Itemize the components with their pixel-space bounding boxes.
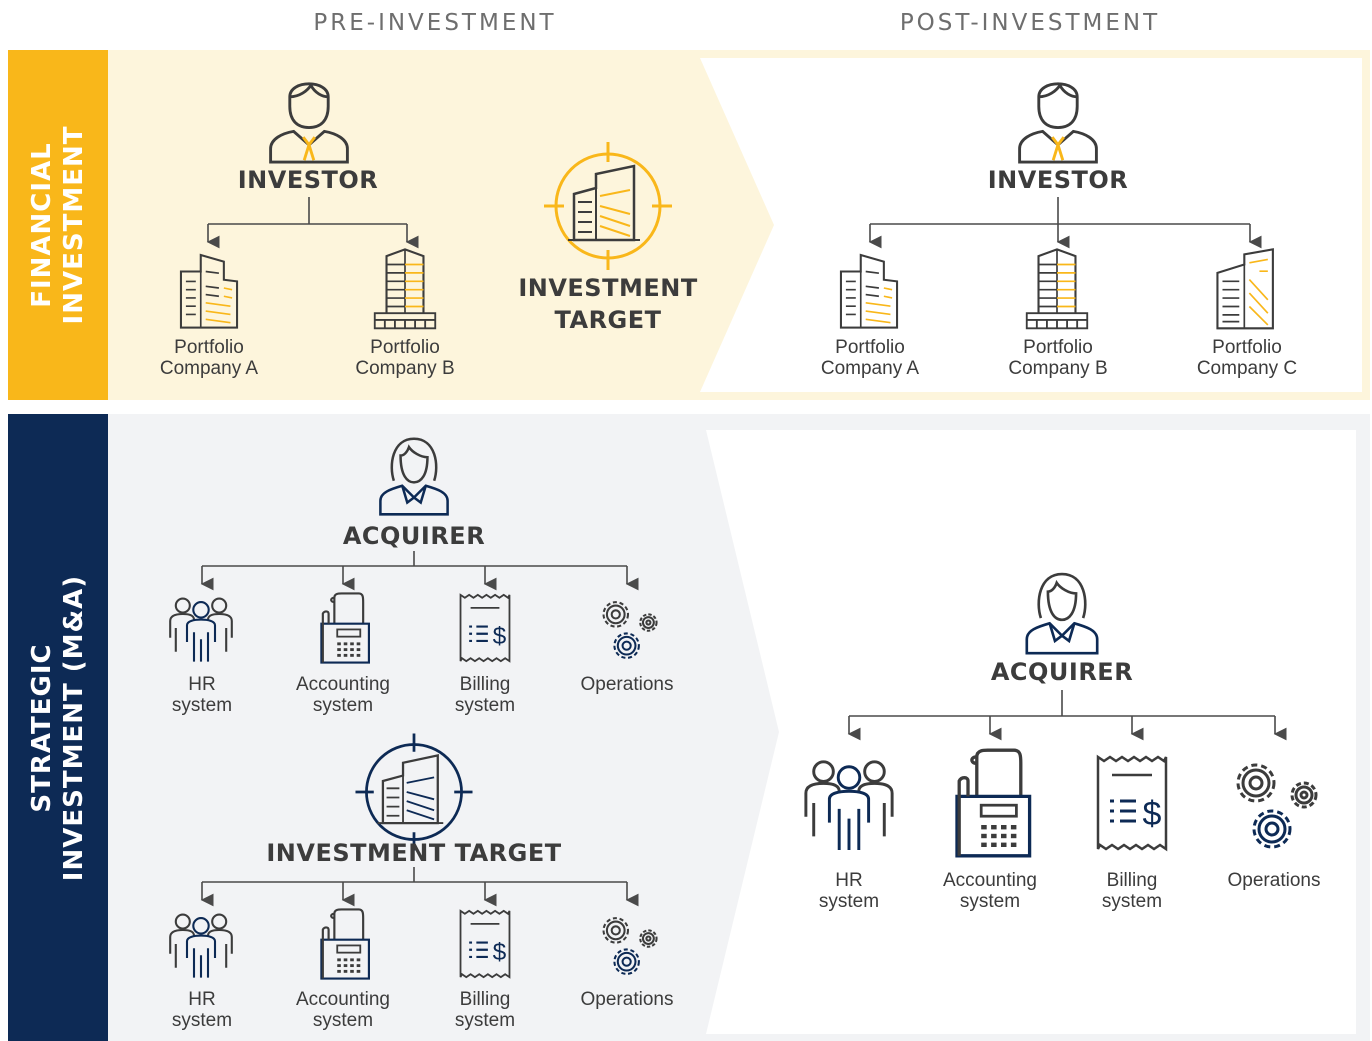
system-label: HR system — [142, 989, 262, 1031]
label-line: Portfolio — [370, 337, 440, 358]
pre-investment-header: PRE-INVESTMENT — [313, 10, 557, 36]
acquirer-post-title: ACQUIRER — [990, 658, 1134, 686]
label-line: Billing — [1106, 870, 1158, 891]
portfolio-company-label: Portfolio Company C — [1167, 337, 1327, 379]
gears-icon — [602, 601, 658, 659]
financial-band: FINANCIAL INVESTMENT — [8, 50, 108, 400]
acquirer-post-icon — [1025, 572, 1099, 655]
investor-post-icon — [1018, 82, 1098, 164]
label-line: Company B — [355, 358, 455, 379]
label-line: Company B — [1008, 358, 1108, 379]
hr-icon — [804, 760, 894, 852]
accounting-icon — [320, 592, 371, 664]
financial-post-panel — [700, 58, 1362, 392]
system-label: Billing system — [425, 674, 545, 716]
portfolio-company-label: Portfolio Company A — [129, 337, 289, 379]
system-label: Operations — [557, 989, 697, 1010]
label-line: system — [312, 695, 374, 716]
building-icon — [1025, 248, 1089, 330]
accounting-icon — [320, 908, 371, 980]
target-pre-connectors — [200, 867, 639, 907]
system-label: HR system — [142, 674, 262, 716]
acquirer-pre-connectors — [200, 551, 639, 591]
investment-target-line1: INVESTMENT — [518, 274, 698, 302]
investment-target-title: INVESTMENT TARGET — [508, 272, 708, 336]
label-line: HR — [835, 870, 863, 891]
hr-icon — [169, 597, 233, 663]
label-line: Portfolio — [835, 337, 905, 358]
label-line: system — [1101, 891, 1163, 912]
label-line: Company A — [159, 358, 259, 379]
investment-target-line2: TARGET — [554, 306, 662, 334]
label-line: system — [959, 891, 1021, 912]
building-icon — [179, 253, 239, 329]
label-line: Operations — [580, 989, 674, 1010]
financial-pre-connectors — [206, 197, 419, 249]
label-line: system — [171, 1010, 233, 1031]
label-line: Portfolio — [1023, 337, 1093, 358]
system-label: Accounting system — [920, 870, 1060, 912]
gears-icon — [602, 917, 658, 975]
acquirer-pre-title: ACQUIRER — [342, 522, 486, 550]
label-line: Accounting — [295, 674, 390, 695]
label-line: Accounting — [942, 870, 1037, 891]
label-line: Portfolio — [1212, 337, 1282, 358]
billing-icon — [459, 909, 511, 979]
label-line: Company C — [1196, 358, 1298, 379]
label-line: system — [312, 1010, 374, 1031]
system-label: Accounting system — [273, 989, 413, 1031]
target-building-icon — [542, 140, 674, 272]
billing-icon — [1096, 755, 1168, 851]
post-investment-header: POST-INVESTMENT — [899, 10, 1161, 36]
label-line: Company A — [820, 358, 920, 379]
system-label: Billing system — [425, 989, 545, 1031]
label-line: Portfolio — [174, 337, 244, 358]
system-label: HR system — [789, 870, 909, 912]
hr-icon — [169, 913, 233, 979]
label-line: Operations — [580, 674, 674, 695]
portfolio-company-label: Portfolio Company B — [325, 337, 485, 379]
target-building-icon — [354, 732, 474, 852]
system-label: Accounting system — [273, 674, 413, 716]
label-line: Billing — [459, 989, 511, 1010]
label-line: Operations — [1227, 870, 1321, 891]
building-icon — [373, 248, 437, 330]
label-line: system — [818, 891, 880, 912]
label-line: Billing — [459, 674, 511, 695]
portfolio-company-label: Portfolio Company A — [790, 337, 950, 379]
financial-post-connectors — [868, 197, 1262, 249]
building-icon — [1216, 248, 1275, 330]
investor-post-title: INVESTOR — [987, 166, 1129, 194]
billing-icon — [459, 593, 511, 663]
label-line: Accounting — [295, 989, 390, 1010]
label-line: HR — [188, 989, 216, 1010]
investor-pre-icon — [269, 82, 349, 164]
investment-target-strategic-title: INVESTMENT TARGET — [266, 839, 562, 867]
strategic-band: STRATEGIC INVESTMENT (M&A) — [8, 414, 108, 1041]
system-label: Operations — [557, 674, 697, 695]
label-line: system — [454, 695, 516, 716]
building-icon — [839, 253, 899, 329]
system-label: Operations — [1204, 870, 1344, 891]
label-line: HR — [188, 674, 216, 695]
label-line: system — [454, 1010, 516, 1031]
strategic-post-panel — [706, 430, 1356, 1034]
gears-icon — [1236, 763, 1318, 849]
portfolio-company-label: Portfolio Company B — [978, 337, 1138, 379]
acquirer-pre-icon — [379, 437, 449, 516]
investor-pre-title: INVESTOR — [237, 166, 379, 194]
system-label: Billing system — [1072, 870, 1192, 912]
label-line: system — [171, 695, 233, 716]
accounting-icon — [955, 748, 1032, 858]
acquirer-post-connectors — [847, 690, 1287, 741]
